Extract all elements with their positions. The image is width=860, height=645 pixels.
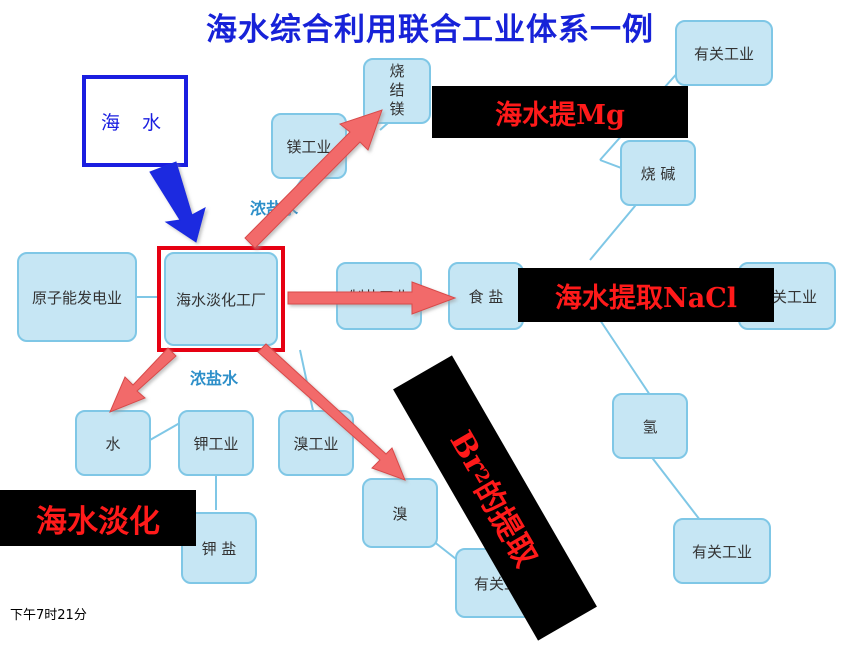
factory-highlight-frame <box>157 246 285 352</box>
node-salt: 食 盐 <box>448 262 524 330</box>
arrow-to-bromine <box>257 343 406 481</box>
node-bromine: 溴 <box>362 478 438 548</box>
page-title: 海水综合利用联合工业体系一例 <box>206 12 654 48</box>
arrow-to-water <box>109 347 177 413</box>
node-caustic-soda: 烧 碱 <box>620 140 696 206</box>
arrow-to-salt <box>287 281 457 315</box>
node-desalination-plant: 海水淡化工厂 <box>164 252 278 346</box>
label-desalination: 海水淡化 <box>0 490 196 546</box>
timestamp: 下午7时21分 <box>10 608 87 623</box>
node-hydrogen: 氢 <box>612 393 688 459</box>
brine-label-bottom: 浓盐水 <box>190 369 239 388</box>
label-mg-extraction: 海水提Mg <box>432 86 688 138</box>
node-related-right-bottom: 有关工业 <box>673 518 771 584</box>
seawater-box: 海 水 <box>82 75 188 167</box>
arrow-to-mg <box>244 109 383 249</box>
node-potassium-industry: 钾工业 <box>178 410 254 476</box>
seawater-arrow <box>149 161 206 243</box>
node-related-top: 有关工业 <box>675 20 773 86</box>
label-nacl-extraction: 海水提取NaCl <box>518 268 774 322</box>
node-nuclear-power: 原子能发电业 <box>17 252 137 342</box>
